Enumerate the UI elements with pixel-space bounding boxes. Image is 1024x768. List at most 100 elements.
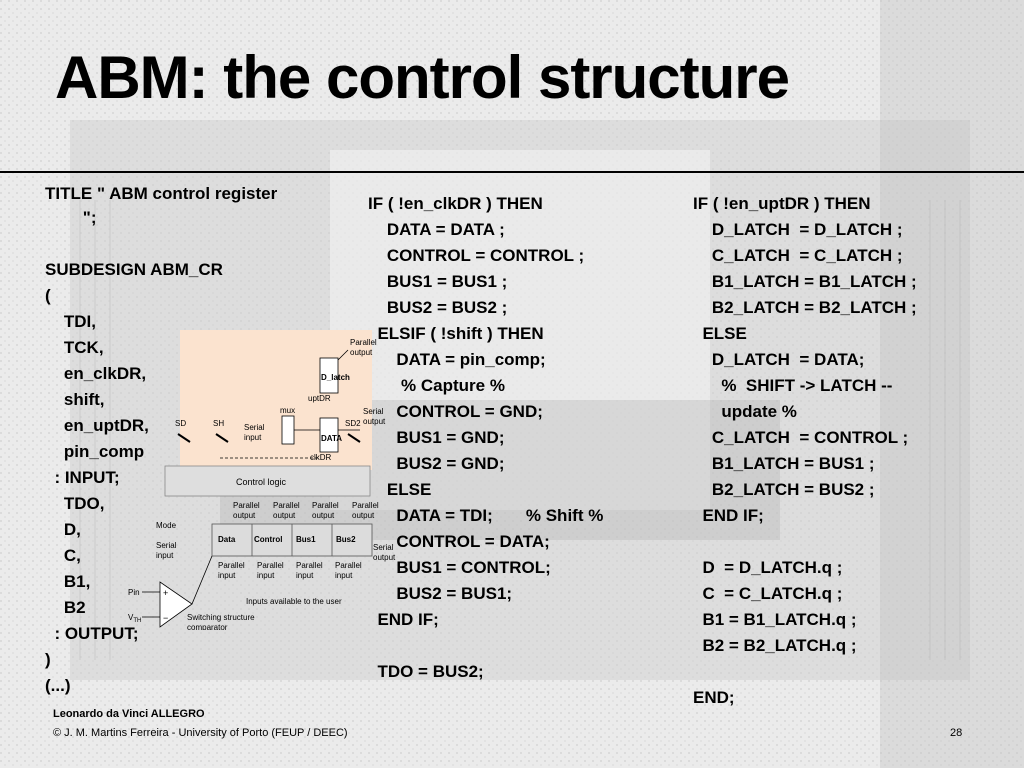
label-parallel-input-4: Parallel [335,561,362,570]
code-line: D = D_LATCH.q ; [693,558,843,577]
label-sh: SH [213,419,224,428]
code-line: B1, [45,572,91,591]
label-serial-input-top-2: input [244,433,262,442]
label-serial-output-top: Serial [363,407,384,416]
label-serial-output: Serial [373,543,394,552]
code-line: IF ( !en_uptDR ) THEN [693,194,871,213]
label-parallel-input-1: Parallel [218,561,245,570]
code-line: pin_comp [45,442,145,461]
code-line: END IF; [368,610,439,629]
code-line: ELSE [693,324,747,343]
code-line: : OUTPUT; [45,624,139,643]
label-sd2: SD2 [345,419,361,428]
code-line: D, [45,520,81,539]
data-ff-block [319,417,339,453]
code-line [368,633,603,659]
subdesign-code-block: TITLE " ABM control register "; SUBDESIG… [45,183,277,699]
page-number: 28 [950,727,963,739]
label-serial-input-2: input [156,551,174,560]
code-line: BUS2 = BUS2 ; [368,298,508,317]
cell-data: Data [218,535,236,544]
label-parallel-output-2: Parallel [273,501,300,510]
label-vth: VTH [128,613,141,624]
label-control-logic: Control logic [236,477,287,487]
code-line: C = C_LATCH.q ; [693,584,843,603]
code-line: TDO, [45,494,105,513]
code-line: en_uptDR, [45,416,149,435]
footer-copyright: © J. M. Martins Ferreira - University of… [53,727,348,739]
label-parallel-output-3: Parallel [312,501,339,510]
code-line: B2_LATCH = B2_LATCH ; [693,298,917,317]
cell-control: Control [254,535,282,544]
footer-author: Leonardo da Vinci ALLEGRO [53,708,205,720]
code-line: ELSIF ( !shift ) THEN [368,324,544,343]
highlight-region [180,330,372,470]
comparator-minus: − [163,613,168,623]
label-switching-structure: Switching structure [187,613,255,622]
code-line: BUS1 = GND; [368,428,505,447]
label-parallel-output-1b: output [233,511,256,520]
code-line [45,231,277,257]
code-line: DATA = DATA ; [368,220,505,239]
code-line: DATA = TDI; % Shift % [368,506,604,525]
comparator-plus: + [163,588,168,598]
latch-logic-code-block: IF ( !en_uptDR ) THEN D_LATCH = D_LATCH … [693,191,917,711]
code-line: ELSE [368,480,432,499]
label-pin: Pin [128,588,140,597]
label-parallel-input-1b: input [218,571,236,580]
code-line: B2 = B2_LATCH.q ; [693,636,857,655]
code-line: TDI, [45,312,96,331]
label-clkdr: clkDR [310,453,332,462]
label-data-ff: DATA [321,434,342,443]
d-latch-block [319,357,339,394]
code-line: BUS1 = BUS1 ; [368,272,508,291]
code-line: D_LATCH = DATA; [693,350,865,369]
code-line: D_LATCH = D_LATCH ; [693,220,903,239]
label-parallel-input-2b: input [257,571,275,580]
label-serial-input-top: Serial [244,423,265,432]
label-parallel-input-3b: input [296,571,314,580]
code-line: en_clkDR, [45,364,147,383]
code-line: CONTROL = GND; [368,402,543,421]
label-parallel-output-top-2: output [350,348,373,357]
code-line: shift, [45,390,105,409]
label-serial-input: Serial [156,541,177,550]
label-parallel-output-2b: output [273,511,296,520]
label-parallel-input-3: Parallel [296,561,323,570]
code-line: B1_LATCH = B1_LATCH ; [693,272,917,291]
label-parallel-output-4: Parallel [352,501,379,510]
code-line: % SHIFT -> LATCH -- [693,376,893,395]
label-switching-structure-2: comparator [187,623,228,630]
code-line: BUS1 = CONTROL; [368,558,551,577]
cell-bus2: Bus2 [336,535,356,544]
label-parallel-input-4b: input [335,571,353,580]
code-line: "; [45,208,97,227]
code-line: B1_LATCH = BUS1 ; [693,454,875,473]
code-line: update % [693,402,797,421]
code-line: (...) [45,676,71,695]
code-line: IF ( !en_clkDR ) THEN [368,194,543,213]
mux-block [281,415,295,445]
code-line: TITLE " ABM control register [45,184,278,203]
code-line: ) [45,650,51,669]
code-line: END; [693,688,735,707]
code-line: BUS2 = BUS1; [368,584,513,603]
code-line: SUBDESIGN ABM_CR [45,260,223,279]
code-line: B2_LATCH = BUS2 ; [693,480,875,499]
label-parallel-output-3b: output [312,511,335,520]
code-line [693,529,917,555]
label-mux: mux [280,406,295,415]
label-d-latch: D_latch [321,373,350,382]
code-line: % Capture % [368,376,505,395]
code-line: END IF; [693,506,764,525]
label-parallel-output-1: Parallel [233,501,260,510]
label-serial-output-top-2: output [363,417,386,426]
code-line: C_LATCH = CONTROL ; [693,428,909,447]
cell-bus1: Bus1 [296,535,316,544]
label-serial-output-2: output [373,553,396,562]
label-parallel-output-top: Parallel [350,338,377,347]
code-line: CONTROL = CONTROL ; [368,246,585,265]
control-logic-block [164,465,371,497]
title-divider [0,171,1024,173]
